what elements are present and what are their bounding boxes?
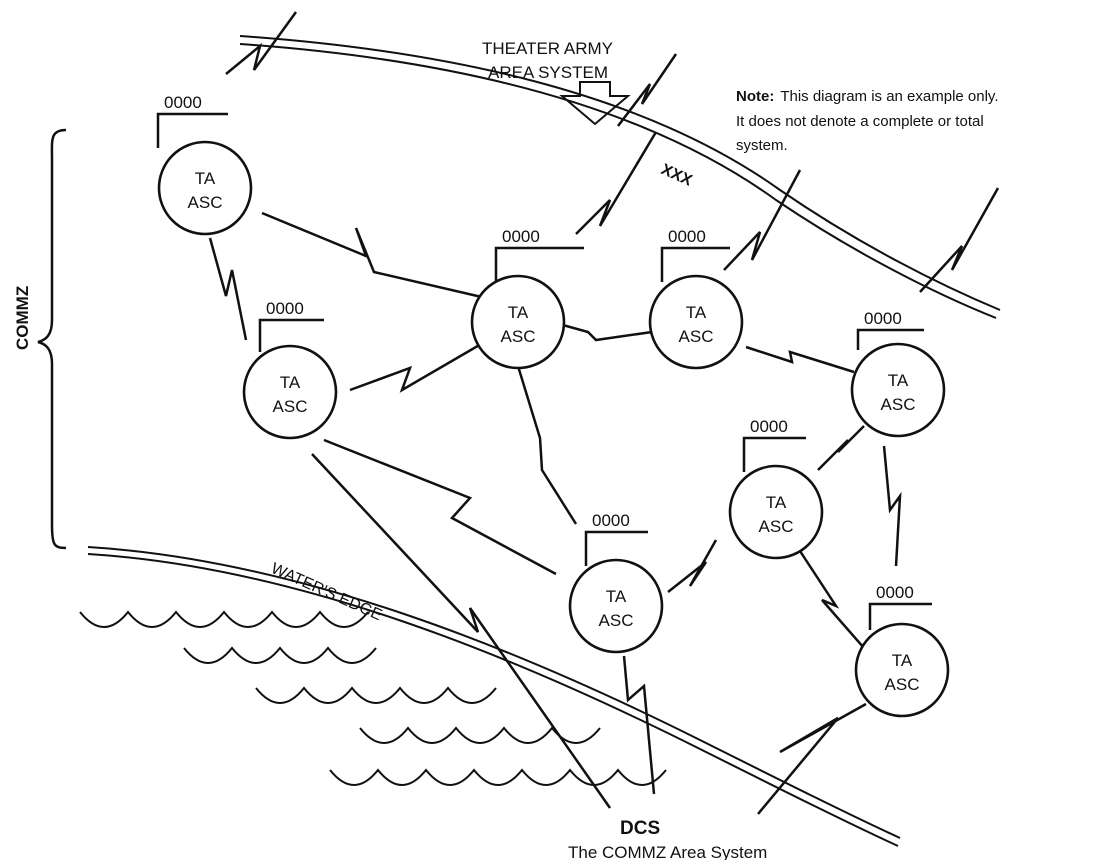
link-n1-n3: [261, 211, 487, 300]
svg-text:Note:This diagram is an exampl: Note: This diagram is an example only.: [736, 88, 998, 105]
node-flag-code: 0000: [502, 227, 540, 246]
link-n6-dcs: [622, 655, 656, 795]
note-bold: Note:: [736, 88, 774, 105]
link-n2-n6: [323, 438, 557, 576]
node-flag-bracket: [856, 328, 924, 350]
down-arrow-icon: [559, 81, 631, 126]
dcs-label: DCS: [620, 818, 660, 839]
node-flag-code: 0000: [750, 417, 788, 436]
node-line1: TA: [508, 303, 529, 322]
node-circle: [648, 274, 744, 370]
link-n6-n7: [667, 539, 718, 593]
link-n2-dcs: [311, 453, 612, 809]
link-n3-n4: [551, 320, 653, 342]
uplink-n3: [575, 131, 658, 235]
node-circle: [157, 140, 253, 236]
commz-label: COMMZ: [13, 286, 32, 350]
node-line2: ASC: [273, 397, 308, 416]
node-flag-bracket: [584, 530, 648, 566]
note-line3: system.: [736, 137, 788, 154]
node-line2: ASC: [599, 611, 634, 630]
link-n3-n6: [516, 365, 578, 525]
node-line1: TA: [606, 587, 627, 606]
node-line1: TA: [280, 373, 301, 392]
node-line2: ASC: [885, 675, 920, 694]
node-line1: TA: [888, 371, 909, 390]
header-title-line1: THEATER ARMY: [482, 39, 613, 58]
node-flag-code: 0000: [668, 227, 706, 246]
node-flag-code: 0000: [164, 93, 202, 112]
node-circle: [728, 464, 824, 560]
theater-boundary-line: [239, 35, 1001, 319]
node-circle: [854, 622, 950, 718]
node-circle: [568, 558, 664, 654]
link-n2-n3: [349, 338, 489, 393]
node-line1: TA: [686, 303, 707, 322]
waves: [79, 610, 667, 786]
uplink-n4: [723, 169, 802, 271]
node-line2: ASC: [188, 193, 223, 212]
node-line2: ASC: [881, 395, 916, 414]
header-title-line2: AREA SYSTEM: [488, 63, 608, 82]
link-n1-n2: [208, 237, 248, 341]
node-flag-code: 0000: [864, 309, 902, 328]
node-flag-bracket: [258, 318, 324, 352]
node-flag-bracket: [868, 602, 932, 630]
link-n8-dcs: [757, 702, 867, 815]
node-line1: TA: [195, 169, 216, 188]
uplink-n5: [919, 187, 1000, 293]
node-flag-code: 0000: [592, 511, 630, 530]
uplink-n1: [225, 11, 298, 75]
node-flag-code: 0000: [266, 299, 304, 318]
commz-bracket: [37, 128, 67, 550]
node-line2: ASC: [679, 327, 714, 346]
node-flag-code: 0000: [876, 583, 914, 602]
caption: The COMMZ Area System: [568, 843, 767, 860]
node-flag-bracket: [156, 112, 228, 148]
node-line1: TA: [766, 493, 787, 512]
node-flag-bracket: [660, 246, 730, 282]
link-n4-n5: [745, 345, 855, 374]
note-line1: This diagram is an example only.: [780, 88, 998, 105]
node-line1: TA: [892, 651, 913, 670]
node-line2: ASC: [501, 327, 536, 346]
link-n5-n8: [882, 445, 902, 567]
link-n7-n8: [796, 547, 865, 649]
radio-links: [208, 11, 1000, 815]
water-edge-line: [87, 546, 901, 847]
node-circle: [470, 274, 566, 370]
node-flag-bracket: [494, 246, 584, 282]
node-line2: ASC: [759, 517, 794, 536]
node-layer: 0000TAASC0000TAASC0000TAASC0000TAASC0000…: [156, 93, 950, 718]
node-circle: [850, 342, 946, 438]
boundary-label: XXX: [658, 161, 694, 190]
link-n7-n5: [817, 425, 865, 471]
node-flag-bracket: [742, 436, 806, 472]
uplink-n3b: [617, 53, 678, 127]
node-circle: [242, 344, 338, 440]
note-line2: It does not denote a complete or total: [736, 113, 984, 130]
note-text: Note: This diagram is an example only. It…: [736, 88, 998, 154]
